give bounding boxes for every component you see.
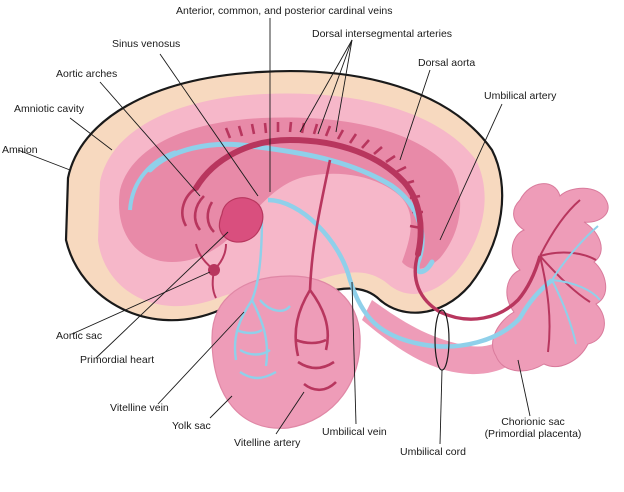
vitelline-artery-network: [294, 159, 337, 392]
villous-veins: [551, 225, 601, 345]
vitelline-vein-network: [233, 213, 291, 380]
label-vitelline-vein: Vitelline vein: [110, 402, 169, 414]
label-dorsal-intersegmental-arteries: Dorsal intersegmental arteries: [312, 28, 453, 40]
anterior-cardinal-vein: [128, 150, 177, 211]
label-aortic-arches: Aortic arches: [56, 68, 118, 80]
leader-lines: [17, 18, 531, 445]
primordial-heart-shape: [218, 197, 264, 243]
label-chorionic-sac: Chorionic sac (Primordial placenta): [470, 416, 596, 440]
label-yolk-sac: Yolk sac: [172, 420, 211, 432]
branchial-vessels: [195, 243, 227, 299]
umbilical-vein: [267, 197, 554, 349]
label-amnion: Amnion: [2, 144, 38, 156]
label-primordial-heart: Primordial heart: [80, 354, 155, 366]
dorsal-aorta: [193, 136, 424, 257]
label-dorsal-aorta: Dorsal aorta: [418, 57, 476, 69]
label-chorionic-sac-line2: (Primordial placenta): [484, 428, 582, 440]
chorionic-villi: [492, 183, 609, 372]
label-vitelline-artery: Vitelline artery: [234, 437, 301, 449]
umbilical-artery-vessel: [413, 253, 542, 321]
label-umbilical-cord: Umbilical cord: [400, 446, 466, 458]
aortic-arches: [181, 186, 215, 233]
embryo-body: [119, 117, 461, 270]
cardinal-veins: [147, 141, 435, 275]
label-sinus-venosus: Sinus venosus: [112, 38, 181, 50]
label-aortic-sac: Aortic sac: [56, 330, 103, 342]
label-umbilical-artery: Umbilical artery: [484, 90, 557, 102]
villous-vessels: [539, 199, 597, 353]
label-umbilical-vein: Umbilical vein: [322, 426, 387, 438]
label-chorionic-sac-line1: Chorionic sac: [501, 416, 565, 428]
label-cardinal-veins: Anterior, common, and posterior cardinal…: [176, 5, 393, 17]
label-amniotic-cavity: Amniotic cavity: [14, 103, 85, 115]
